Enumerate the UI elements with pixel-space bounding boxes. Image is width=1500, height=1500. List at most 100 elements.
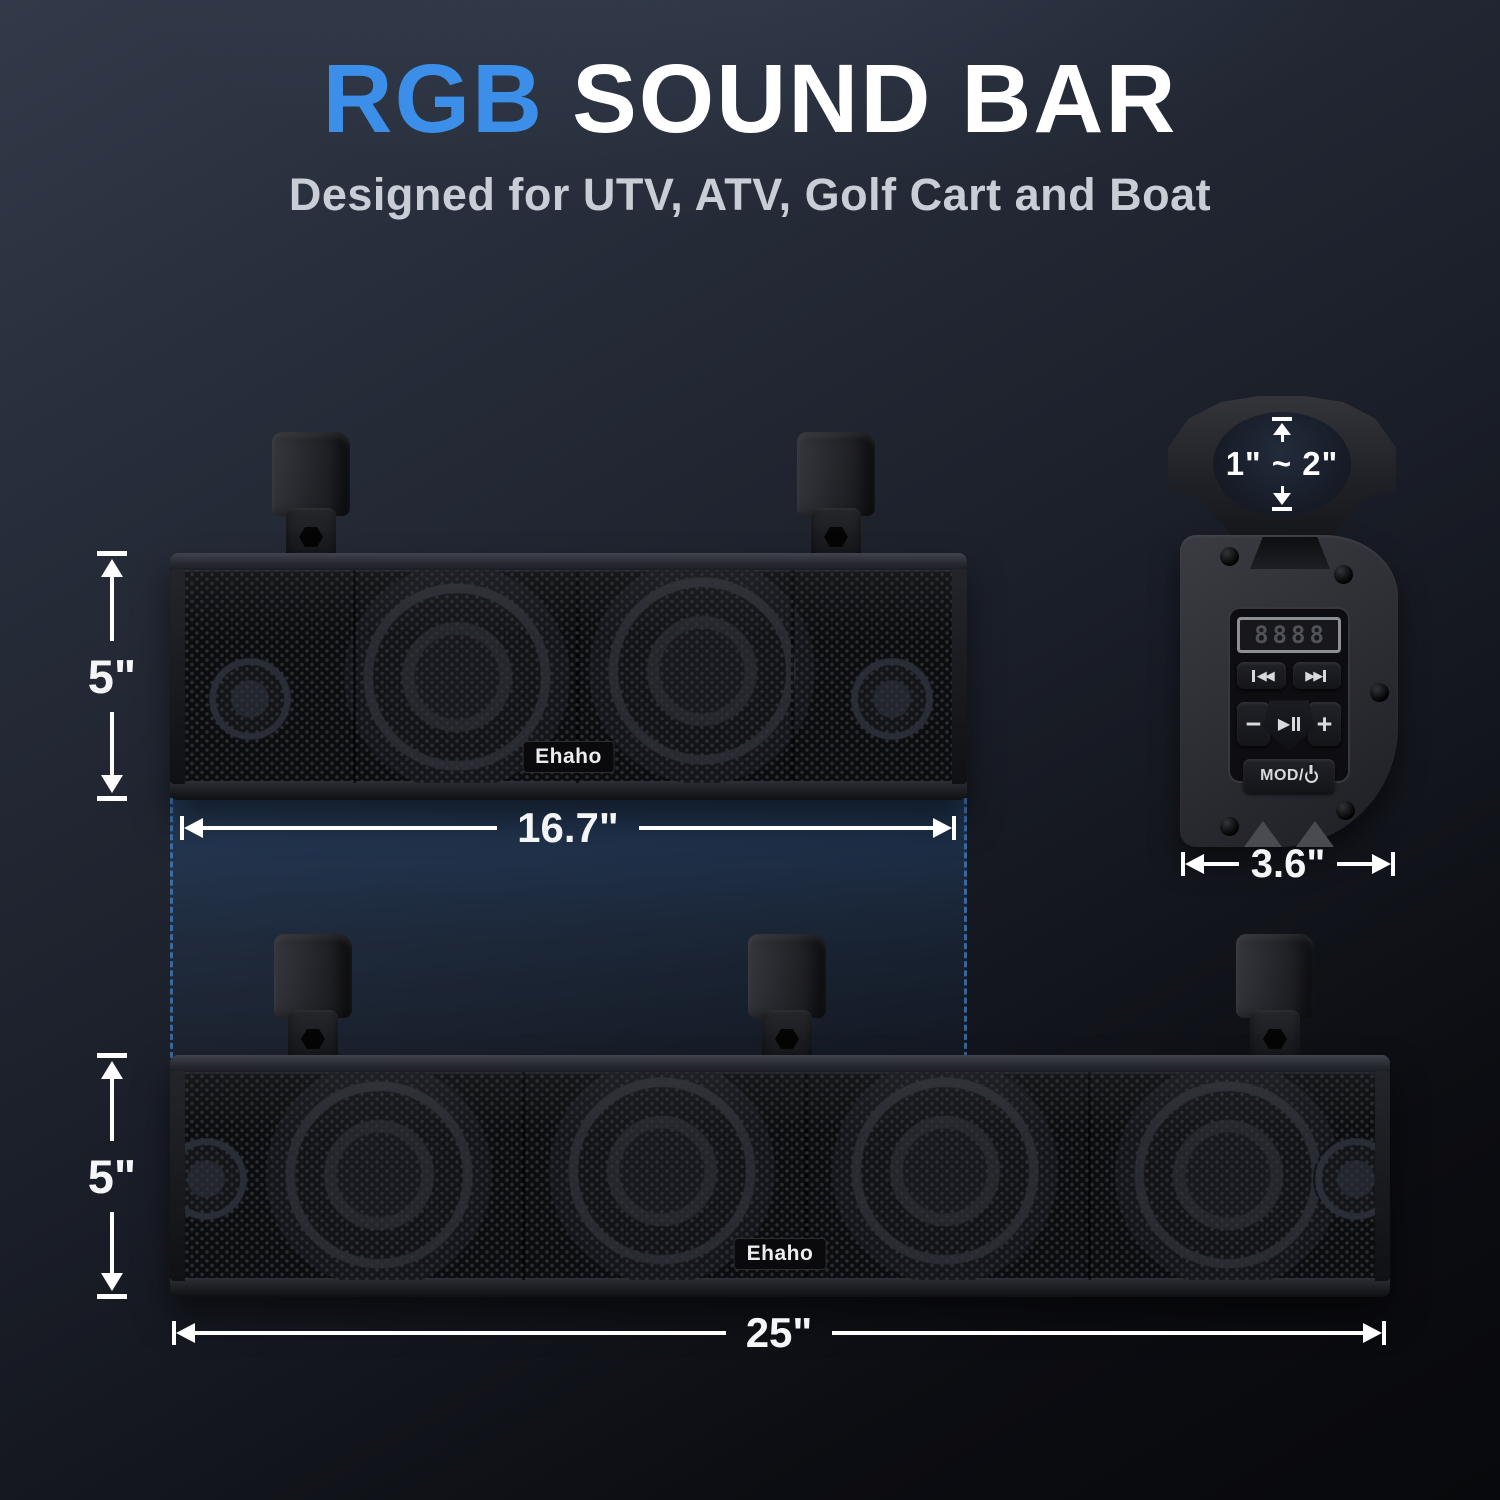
dimension-cap bbox=[1181, 852, 1185, 876]
mounting-clamp bbox=[272, 432, 350, 566]
track-buttons-row: ◀◀ ▶▶ bbox=[1237, 662, 1341, 689]
width-dimension-top-soundbar: 16.7" bbox=[180, 806, 957, 850]
dimension-line bbox=[110, 1079, 114, 1141]
tweeter-speaker bbox=[207, 656, 293, 742]
dimension-line bbox=[195, 1331, 726, 1335]
dimension-line bbox=[1280, 486, 1284, 494]
height-dimension-bottom-soundbar: 5" bbox=[82, 1053, 142, 1299]
tweeter-speaker bbox=[849, 656, 935, 742]
screw-icon bbox=[1220, 547, 1239, 566]
dimension-line bbox=[203, 826, 498, 830]
height-dimension-top-soundbar: 5" bbox=[82, 551, 142, 801]
dimension-line bbox=[832, 1331, 1364, 1335]
soundbar-endcap bbox=[952, 569, 967, 784]
dimension-cap bbox=[180, 816, 184, 840]
next-bar-icon bbox=[1323, 669, 1327, 682]
pause-bar-icon bbox=[1297, 717, 1301, 731]
mounting-clamp bbox=[797, 432, 875, 566]
play-triangle: ▶ bbox=[1277, 716, 1291, 733]
subtitle: Designed for UTV, ATV, Golf Cart and Boa… bbox=[288, 169, 1212, 220]
cabinet-seam bbox=[522, 1072, 525, 1280]
soundbar-bottom-rail bbox=[170, 1278, 1390, 1297]
side-width-dimension: 3.6" bbox=[1181, 842, 1396, 886]
dimension-label: 5" bbox=[87, 1149, 137, 1203]
previous-track-button: ◀◀ bbox=[1237, 662, 1286, 689]
dimension-line bbox=[638, 826, 934, 830]
mounting-clamp bbox=[748, 934, 826, 1068]
mounting-clamp bbox=[1236, 934, 1314, 1068]
brand-logo: Ehaho bbox=[522, 741, 615, 773]
prev-bar-icon bbox=[1251, 669, 1255, 682]
right-arrow-icon bbox=[1372, 854, 1392, 874]
clamp-ring-opening: 1" ~ 2" bbox=[1213, 412, 1351, 517]
power-icon bbox=[1304, 769, 1318, 783]
dimension-cap bbox=[952, 816, 957, 840]
speaker-grille: Ehaho bbox=[177, 1072, 1383, 1280]
screw-icon bbox=[1334, 565, 1353, 584]
mounting-clamp bbox=[274, 934, 352, 1068]
dimension-line bbox=[110, 1211, 114, 1273]
dimension-label: 25" bbox=[745, 1309, 813, 1356]
play-pause-icon: ▶ bbox=[1277, 714, 1301, 734]
next-track-button: ▶▶ bbox=[1292, 662, 1341, 689]
up-arrow-icon bbox=[101, 1061, 123, 1079]
title-rest: SOUND BAR bbox=[572, 44, 1178, 153]
soundbar-small: Ehaho bbox=[170, 553, 967, 800]
hex-bolt-hole-icon bbox=[1263, 1029, 1287, 1049]
dimension-cap bbox=[1272, 417, 1292, 422]
dimension-label: 5" bbox=[87, 649, 137, 703]
woofer-speaker bbox=[1115, 1072, 1341, 1280]
dimension-line bbox=[1337, 862, 1373, 866]
dimension-cap bbox=[1391, 852, 1396, 876]
brand-logo: Ehaho bbox=[733, 1238, 827, 1270]
soundbar-top-rail bbox=[170, 553, 967, 572]
led-display: 8888 bbox=[1237, 617, 1341, 653]
soundbar-endcap bbox=[1375, 1071, 1390, 1281]
soundbar-top-rail bbox=[170, 1055, 1390, 1074]
hex-bolt-hole-icon bbox=[775, 1029, 799, 1049]
width-dimension-bottom-soundbar: 25" bbox=[172, 1309, 1387, 1356]
dimension-cap bbox=[97, 1053, 127, 1058]
left-arrow-icon bbox=[1185, 854, 1204, 874]
dimension-cap bbox=[97, 796, 127, 801]
dimension-cap bbox=[172, 1321, 176, 1345]
speaker-grille: Ehaho bbox=[177, 570, 960, 783]
left-arrow-icon bbox=[184, 818, 203, 838]
pause-bar-icon bbox=[1292, 717, 1296, 731]
down-arrow-icon bbox=[101, 775, 123, 793]
hex-bolt-hole-icon bbox=[824, 527, 848, 547]
hex-bolt-hole-icon bbox=[299, 527, 323, 547]
cabinet-seam bbox=[1088, 1072, 1091, 1280]
up-arrow-icon bbox=[101, 559, 123, 577]
right-arrow-icon bbox=[1363, 1323, 1383, 1343]
dimension-label: 3.6" bbox=[1250, 842, 1326, 886]
left-arrow-icon bbox=[176, 1323, 195, 1343]
dimension-line bbox=[1280, 435, 1284, 443]
mode-row: MOD/ bbox=[1237, 759, 1341, 793]
soundbar-large: Ehaho bbox=[170, 1055, 1390, 1297]
mode-label: MOD/ bbox=[1260, 767, 1304, 784]
dimension-cap bbox=[1272, 507, 1292, 512]
cabinet-seam bbox=[353, 570, 356, 783]
prev-icon: ◀◀ bbox=[1256, 667, 1275, 683]
tweeter-speaker bbox=[1313, 1136, 1383, 1222]
down-arrow-icon bbox=[101, 1273, 123, 1291]
minus-icon: − bbox=[1245, 708, 1262, 739]
dimension-line bbox=[110, 711, 114, 775]
volume-play-row: − ▶ + bbox=[1237, 698, 1341, 750]
soundbar-endcap bbox=[170, 569, 185, 784]
soundbar-bottom-rail bbox=[170, 781, 967, 800]
arrowhead bbox=[1273, 423, 1291, 436]
title-accent: RGB bbox=[322, 44, 545, 153]
dimension-line bbox=[110, 577, 114, 641]
plus-icon: + bbox=[1316, 708, 1333, 739]
down-arrow-icon bbox=[1272, 486, 1292, 512]
dimension-cap bbox=[97, 1294, 127, 1299]
clamp-block bbox=[274, 934, 352, 1018]
right-arrow-icon bbox=[933, 818, 953, 838]
clamp-block bbox=[272, 432, 350, 516]
woofer-speaker bbox=[266, 1072, 492, 1280]
roll-bar-clamp-ring: 1" ~ 2" bbox=[1168, 396, 1396, 548]
